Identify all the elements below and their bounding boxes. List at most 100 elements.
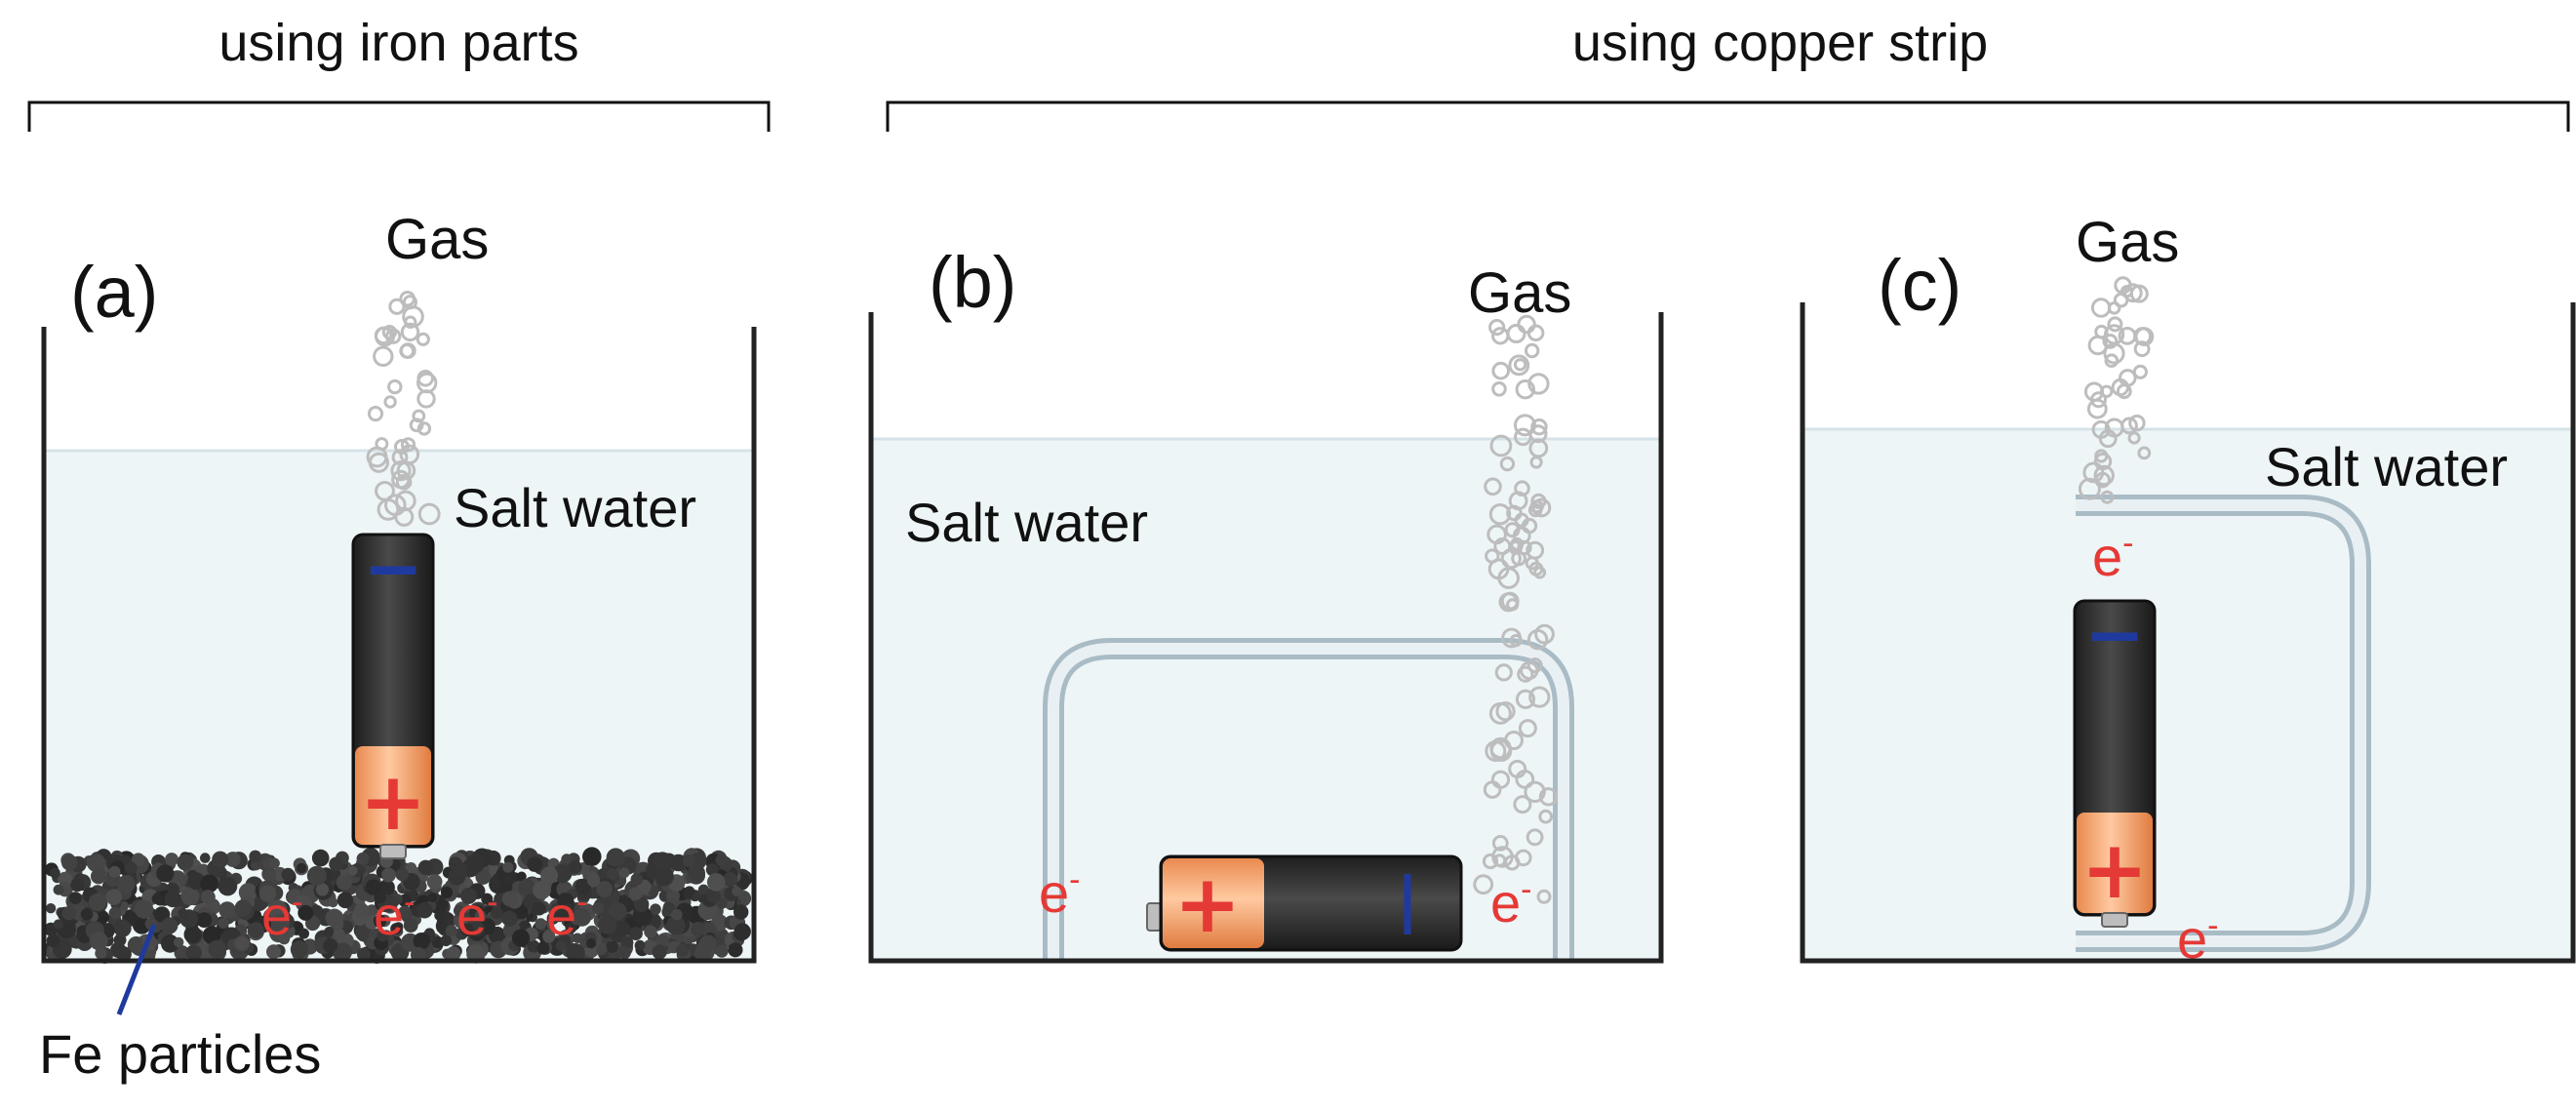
fe-particle — [70, 878, 85, 893]
fe-particle — [552, 863, 573, 884]
gas-bubble — [1498, 592, 1519, 613]
fe-particle — [592, 902, 605, 915]
fe-particle — [116, 946, 132, 962]
fe-particle — [105, 889, 123, 905]
fe-particle — [403, 918, 418, 933]
fe-particle — [491, 906, 503, 920]
fe-particle — [596, 881, 614, 898]
gas-bubble — [1485, 548, 1500, 564]
fe-particle — [378, 879, 395, 896]
fe-particle — [87, 853, 106, 873]
fe-particle — [88, 893, 107, 912]
fe-particle — [376, 930, 389, 942]
fe-particle — [434, 910, 445, 921]
fe-particle — [290, 940, 308, 959]
salt-water-label-b: Salt water — [905, 492, 1148, 553]
fe-particle — [616, 922, 631, 935]
gas-bubble — [1497, 567, 1520, 589]
gas-bubble — [1534, 623, 1555, 645]
fe-particle — [53, 884, 64, 895]
gas-bubble — [375, 437, 389, 452]
fe-particle — [45, 903, 57, 914]
fe-particle — [715, 854, 729, 867]
fe-particle — [616, 876, 627, 887]
fe-particle — [200, 853, 211, 863]
gas-bubble — [2091, 419, 2111, 439]
fe-particle — [108, 865, 121, 878]
gas-bubble — [1491, 327, 1510, 345]
gas-bubble — [1518, 719, 1537, 738]
fe-particle — [336, 874, 352, 891]
fe-particle — [655, 933, 670, 948]
fe-particle — [559, 902, 575, 919]
svg-text:e-: e- — [546, 884, 587, 946]
fe-particle — [161, 934, 179, 953]
svg-text:e-: e- — [1490, 871, 1531, 933]
fe-particle — [117, 874, 136, 894]
gas-bubble — [2086, 398, 2108, 419]
gas-bubble — [2129, 284, 2149, 303]
gas-bubble — [416, 421, 432, 436]
gas-bubble — [1513, 358, 1527, 372]
fe-particle — [644, 925, 657, 938]
electrons-b: e- e- — [1039, 861, 1531, 933]
fe-particle — [224, 852, 241, 867]
header-copper: using copper strip — [1572, 14, 1988, 72]
fe-particle — [699, 934, 717, 953]
fe-particle — [517, 878, 536, 897]
gas-bubble — [1513, 795, 1532, 814]
battery-c-minus: − — [2084, 593, 2145, 677]
gas-bubble — [1524, 780, 1546, 803]
gas-bubble — [1491, 835, 1509, 852]
gas-bubble — [1526, 828, 1544, 847]
gas-bubble — [1515, 689, 1536, 710]
panel-a: − + (a) Gas Salt water e- e- e- e- Fe pa… — [39, 208, 757, 1085]
gas-bubble — [1488, 701, 1512, 725]
fe-particle — [676, 943, 690, 957]
gas-bubble — [416, 389, 436, 409]
fe-particle — [156, 864, 175, 883]
gas-bubble — [2114, 276, 2132, 295]
fe-particle — [91, 868, 106, 885]
gas-bubble — [373, 345, 394, 367]
gas-bubble — [1531, 497, 1552, 518]
gas-bubble — [416, 370, 435, 387]
gas-bubble — [399, 444, 420, 465]
gas-bubble — [1529, 456, 1543, 469]
fe-particle — [669, 854, 688, 872]
fe-particle — [390, 923, 403, 935]
gas-bubble — [1528, 686, 1551, 708]
fe-particle — [630, 873, 644, 886]
fe-particle — [310, 904, 324, 919]
fe-particle — [212, 851, 229, 868]
gas-bubble — [1530, 418, 1548, 436]
fe-particle — [460, 923, 474, 937]
fe-particle — [347, 865, 358, 876]
gas-bubble — [1514, 427, 1532, 447]
fe-particle — [445, 925, 457, 937]
fe-particle — [298, 928, 309, 939]
fe-particle — [722, 872, 737, 888]
fe-particle — [535, 918, 547, 931]
gas-bubble — [1526, 324, 1545, 342]
fe-particle — [426, 874, 443, 890]
gas-bubble — [1517, 665, 1534, 683]
gas-bubble — [1526, 629, 1549, 651]
fe-particle — [440, 886, 454, 899]
fe-particle — [653, 852, 672, 871]
fe-particle — [185, 944, 202, 962]
fe-particle — [474, 910, 487, 922]
fe-particle — [218, 876, 238, 896]
gas-bubble — [1526, 657, 1543, 674]
gas-bubble — [1491, 846, 1514, 868]
gas-bubbles-a — [366, 291, 441, 527]
fe-particle — [654, 866, 674, 887]
gas-bubble — [2107, 316, 2123, 333]
gas-bubble — [1504, 522, 1521, 538]
water-c — [1803, 429, 2573, 961]
fe-particle — [161, 917, 178, 934]
gas-bubble — [402, 295, 417, 310]
svg-text:e-: e- — [261, 884, 302, 946]
fe-particle — [61, 905, 77, 921]
